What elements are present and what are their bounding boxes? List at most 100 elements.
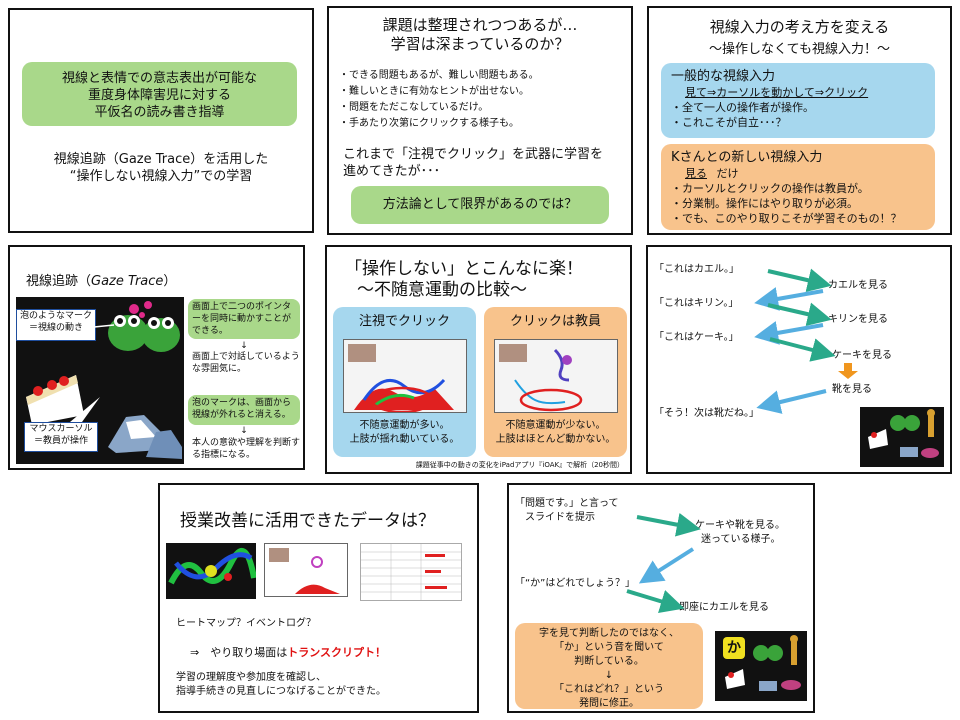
teacher-final-line: 「そう！次は靴だね。」 [654, 408, 759, 419]
gaze-click-panel: 注視でクリック 不随意運動が多い。 上肢が揺れ動いている。 [333, 307, 476, 457]
conclusion-box: 方法論として限界があるのでは？ [351, 186, 609, 224]
only-word: だけ [716, 167, 739, 180]
teacher-line: 「問題です。」と言って スライドを提示 [515, 497, 619, 525]
motion-analysis-screenshot [343, 339, 467, 414]
bubble-disappear-text: 泡のマークは、画面から視線が外れると消える。 [192, 398, 292, 420]
new-input-title: Kさんとの新しい視線入力 [671, 150, 823, 165]
kana-char: か [727, 640, 741, 656]
student-response: キリンを見る [828, 314, 888, 325]
title-subtext: 視線追跡（Gaze Trace）を活用した “操作しない視線入力”での学習 [10, 151, 312, 185]
arrow-down: ↓ [240, 426, 248, 436]
slide-heading: 授業改善に活用できたデータは？ [180, 511, 435, 531]
new-input-box: Kさんとの新しい視線入力 見る だけ ・カーソルとクリックの操作は教員が。 ・分… [661, 144, 935, 230]
see-word: 見る [685, 167, 707, 180]
heatmap-image [168, 548, 257, 585]
conclusion-line-1: 学習の理解度や参加度を確認し、 [176, 672, 326, 683]
teacher-line-1: 「問題です。」と言って [515, 498, 619, 509]
analysis-line: 発問に修正。 [579, 698, 639, 709]
subtitle-line-1: 視線追跡（Gaze Trace）を活用した [53, 152, 269, 167]
scene-illustration [26, 301, 182, 459]
heatmap-screenshot [166, 543, 257, 599]
list-item: ・手あたり次第にクリックする様子も。 [339, 118, 519, 129]
exchange-arrows [754, 268, 858, 414]
slide-heading: 「操作しない」とこんなに楽！ ～不随意運動の比較～ [345, 259, 630, 301]
list-item: ・できる問題もあるが、難しい問題もある。 [339, 70, 539, 81]
dialog-feel-text: 画面上で対話しているような雰囲気に。 [192, 352, 300, 374]
slide-title: 視線と表情での意志表出が可能な 重度身体障害児に対する 平仮名の読み書き指導 視… [8, 8, 314, 233]
event-screenshot [264, 543, 348, 597]
transcript-screenshot [360, 543, 462, 601]
analysis-line: 判断している。 [574, 656, 644, 667]
student-response: ケーキや靴を見る。 迷っている様子。 [695, 519, 785, 547]
slide-exchange-example: 「これはカエル。」 「これはキリン。」 「これはケーキ。」 カエルを見る キリン… [646, 245, 952, 474]
heading-prefix: 視線追跡（ [26, 274, 92, 289]
callout-line-2: ＝教員が操作 [33, 436, 88, 446]
dual-pointer-box: 画面上で二つのポインターを同時に動かすことができる。 [188, 299, 300, 339]
dual-pointer-text: 画面上で二つのポインターを同時に動かすことができる。 [192, 302, 292, 336]
transcript-highlight: トランスクリプト！ [287, 646, 386, 659]
teacher-line: 「これはカエル。」 [654, 264, 739, 275]
response-line-2: 迷っている様子。 [701, 534, 781, 545]
heading-line-2: ～不随意運動の比較～ [357, 280, 527, 300]
heading-em: Gaze Trace [91, 274, 164, 289]
slide-comparison: 「操作しない」とこんなに楽！ ～不随意運動の比較～ 注視でクリック 不随意運動が… [325, 245, 632, 474]
motion-analysis-screenshot [494, 339, 618, 413]
slide-change: 視線入力の考え方を変える ～操作しなくても視線入力！～ 一般的な視線入力 見て⇒… [647, 6, 952, 235]
body-line-1: これまで「注視でクリック」を武器に学習を [343, 147, 604, 162]
caption-line-1: 不随意運動が少ない。 [505, 420, 606, 431]
list-item: ・カーソルとクリックの操作は教員が。 [671, 182, 869, 195]
general-input-box: 一般的な視線入力 見て⇒カーソルを動かして⇒クリック ・全て一人の操作者が操作。… [661, 63, 935, 138]
panel-caption: 不随意運動が多い。 上肢が揺れ動いている。 [333, 419, 476, 447]
arrow-down: ↓ [604, 670, 614, 681]
teacher-question: 「“か”はどれでしょう？」 [515, 578, 636, 589]
panel-title: クリックは教員 [509, 314, 601, 329]
list-item: ・全て一人の操作者が操作。 [671, 101, 814, 114]
body-text: これまで「注視でクリック」を武器に学習を 進めてきたが･･･ [343, 146, 628, 180]
slide-subheading: ～操作しなくても視線入力！～ [709, 42, 890, 57]
arrow-down: ↓ [240, 341, 248, 351]
student-response: 靴を見る [832, 384, 872, 395]
stimulus-screenshot: か [715, 631, 807, 701]
question-text: ヒートマップ？イベントログ？ [176, 618, 316, 629]
stimulus-illustration [868, 409, 939, 458]
conclusion-text: 学習の理解度や参加度を確認し、 指導手続きの見直しにつなげることができた。 [176, 671, 386, 699]
transcript-table [361, 544, 461, 600]
list-item: ・分業制。操作にはやり取りが必須。 [671, 197, 858, 210]
callout-line-1: 泡のようなマーク [19, 311, 92, 321]
callout-line-2: ＝視線の動き [28, 323, 83, 333]
teacher-click-panel: クリックは教員 不随意運動が少ない。 上肢はほとんど動かない。 [484, 307, 627, 457]
heading-line-2: 学習は深まっているのか？ [390, 35, 570, 53]
list-item: ・これこそが自立･･･？ [671, 116, 787, 129]
bubble-disappear-box: 泡のマークは、画面から視線が外れると消える。 [188, 395, 300, 425]
kana-card: か [723, 637, 745, 659]
exchange-arrows [626, 512, 701, 613]
caption-line-1: 不随意運動が多い。 [359, 420, 450, 431]
slide-heading: 視線入力の考え方を変える [709, 18, 890, 36]
bubble-callout: 泡のようなマーク ＝視線の動き [16, 309, 96, 341]
heading-suffix: ） [163, 274, 177, 289]
response-line-1: ケーキや靴を見る。 [695, 520, 785, 531]
motion-plot [348, 344, 454, 414]
analysis-box: 字を見て判断したのではなく、 「か」という音を聞いて 判断している。 ↓ 「これ… [515, 623, 703, 709]
analysis-line: 字を見て判断したのではなく、 [539, 628, 679, 639]
slide-data-usage: 授業改善に活用できたデータは？ ヒートマップ？イベントログ？ ⇒ [158, 483, 479, 713]
title-line-1: 視線と表情での意志表出が可能な [61, 71, 257, 86]
student-response: 即座にカエルを見る [679, 602, 769, 613]
problem-list: ・できる問題もあるが、難しい問題もある。 ・難しいときに有効なヒントが出せない。… [339, 68, 629, 132]
teacher-line: 「これはキリン。」 [654, 298, 739, 309]
slide-heading: 課題は整理されつつあるが… 学習は深まっているのか？ [329, 16, 631, 54]
student-response: カエルを見る [828, 280, 888, 291]
transcript-prefix: ⇒ やり取り場面は [190, 646, 288, 659]
general-input-title: 一般的な視線入力 [671, 69, 776, 84]
stimulus-illustration [725, 635, 801, 691]
panel-caption: 不随意運動が少ない。 上肢はほとんど動かない。 [484, 419, 627, 447]
subtitle-line-2: “操作しない視線入力”での学習 [69, 169, 253, 184]
slide-problem: 課題は整理されつつあるが… 学習は深まっているのか？ ・できる問題もあるが、難し… [327, 6, 633, 235]
callout-pointers [70, 324, 115, 422]
teacher-line: 「これはケーキ。」 [654, 332, 739, 343]
source-caption: 課題従事中の動きの変化をiPadアプリ『iOAK』で解析（20秒間） [415, 461, 624, 469]
transcript-line: ⇒ やり取り場面はトランスクリプト！ [190, 645, 386, 660]
event-image [269, 548, 340, 594]
list-item: ・難しいときに有効なヒントが出せない。 [339, 86, 529, 97]
slide-gaze-trace: 視線追跡（Gaze Trace） 泡のようなマーク ＝視線の動き マウ [8, 245, 305, 470]
